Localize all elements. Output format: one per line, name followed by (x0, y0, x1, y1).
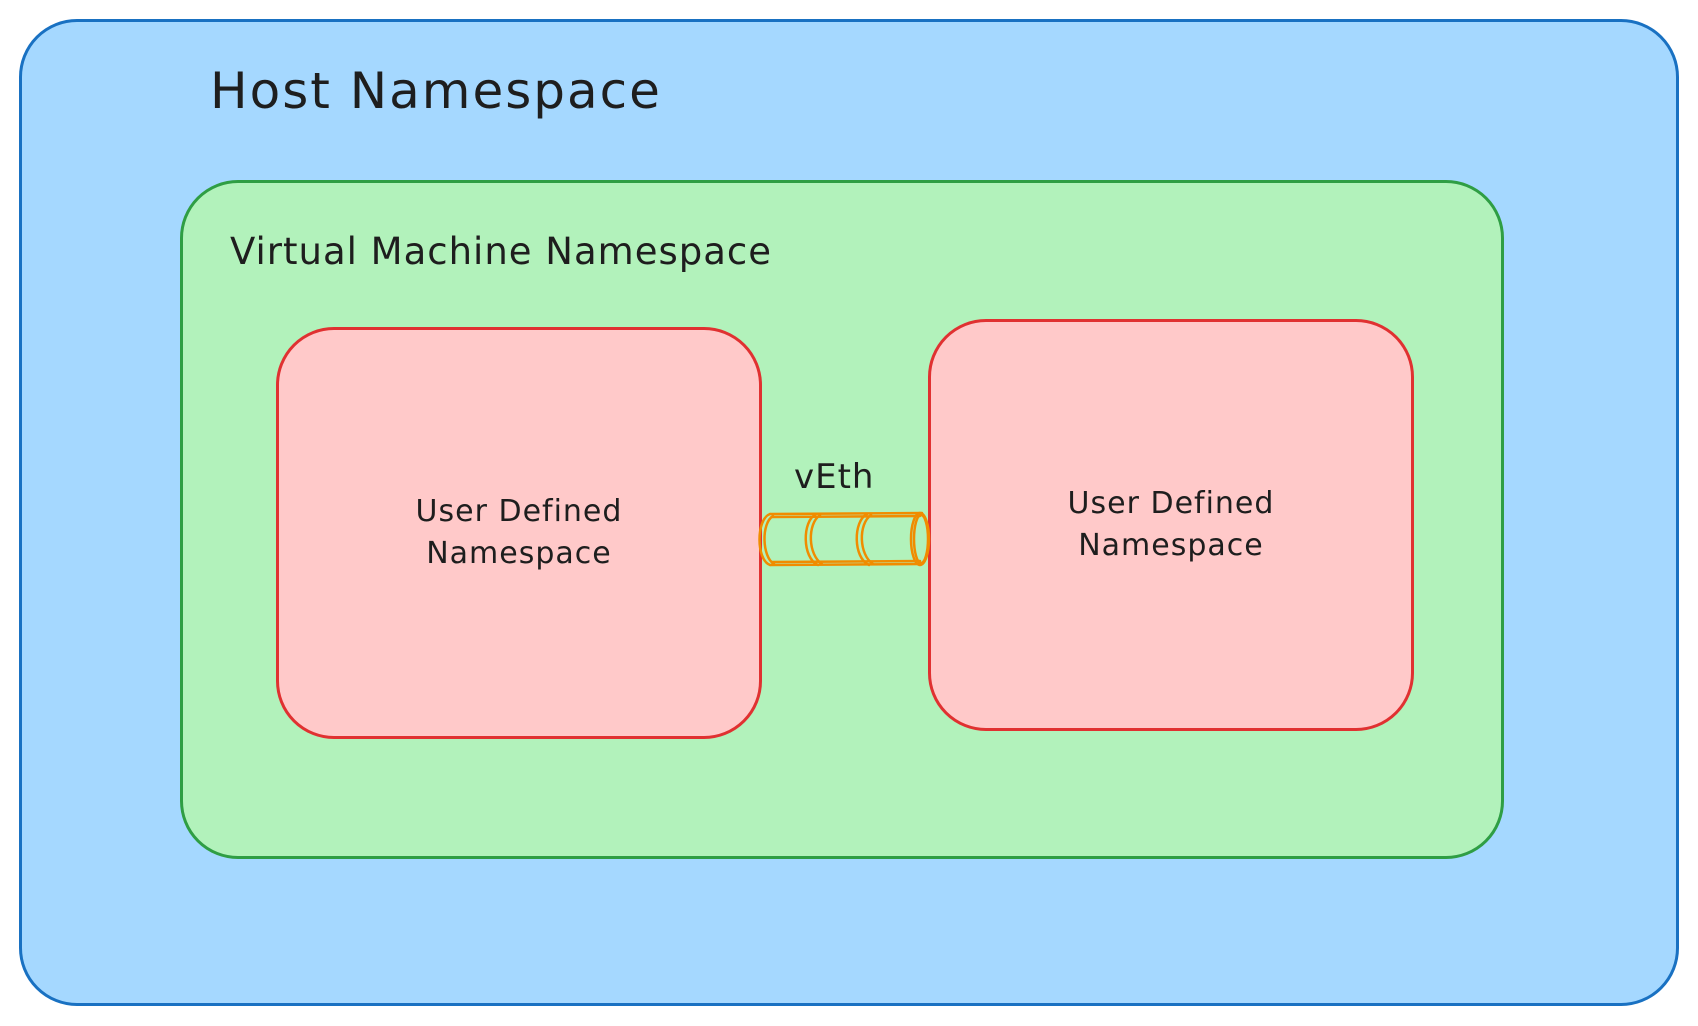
vm-namespace-title: Virtual Machine Namespace (230, 230, 773, 273)
veth-pipe-icon (758, 511, 931, 567)
user-namespace-box-right: User Defined Namespace (928, 319, 1414, 731)
user-namespace-box-left: User Defined Namespace (276, 327, 762, 739)
veth-label: vEth (794, 457, 875, 497)
veth-pipe-strokes (758, 511, 931, 567)
user-namespace-label-left: User Defined Namespace (415, 494, 623, 571)
user-namespace-label-right: User Defined Namespace (1067, 486, 1275, 563)
host-namespace-title: Host Namespace (210, 62, 662, 120)
